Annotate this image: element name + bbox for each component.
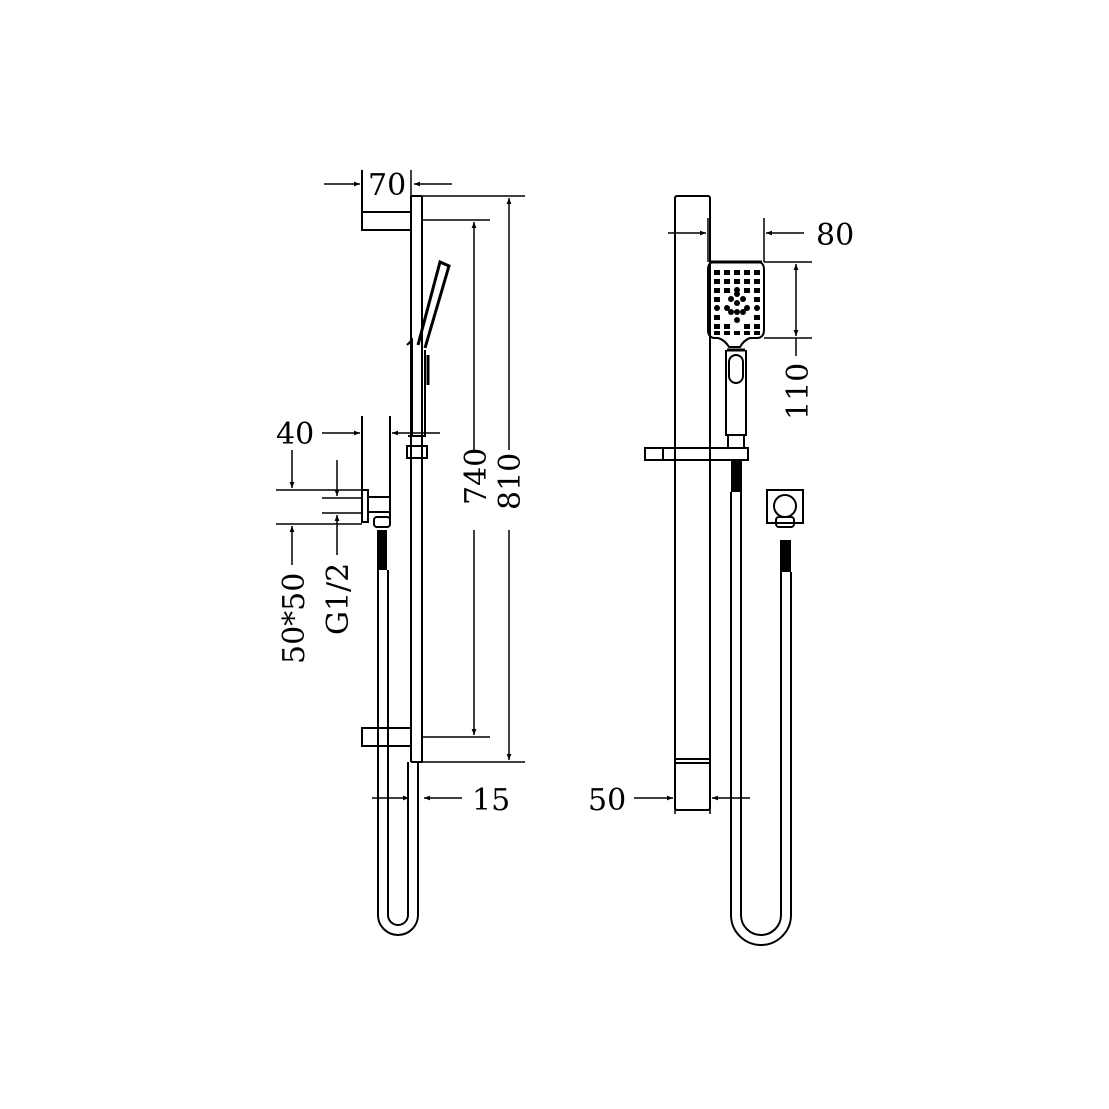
front-rail: [674, 195, 711, 811]
dim-50x50: 50*50: [276, 450, 362, 664]
dim-50-label: 50: [588, 783, 626, 818]
front-hose: [730, 460, 792, 946]
side-wall-outlet: [361, 416, 391, 528]
dim-40-label: 40: [276, 417, 314, 452]
front-slider-holder: [644, 447, 749, 461]
dim-80: 80: [668, 218, 854, 262]
dim-15: 15: [372, 783, 510, 818]
dim-740-810: 740 810: [422, 195, 528, 763]
side-rail: [410, 195, 423, 763]
side-hose: [377, 530, 419, 936]
dim-110: 110: [764, 261, 816, 420]
dim-50x50-label: 50*50: [277, 573, 312, 664]
dim-40: 40: [276, 417, 440, 452]
dim-70: 70: [324, 168, 452, 203]
top-wall-bracket: [361, 170, 412, 231]
front-view: 80 110 50: [588, 195, 854, 946]
dim-80-label: 80: [816, 218, 854, 253]
dim-740-label: 740: [459, 448, 494, 505]
mode-button-icon: [728, 354, 744, 384]
dim-70-label: 70: [368, 168, 406, 203]
dim-g12: G1/2: [321, 460, 362, 635]
side-handshower: [406, 259, 451, 459]
dim-15-label: 15: [472, 783, 510, 818]
front-shower-head: [707, 260, 765, 449]
bottom-wall-bracket: [361, 727, 412, 747]
front-wall-outlet: [766, 489, 804, 528]
dim-110-label: 110: [781, 363, 816, 420]
dim-g12-label: G1/2: [321, 563, 356, 635]
dim-50: 50: [588, 780, 750, 818]
dim-810-label: 810: [493, 453, 528, 510]
side-view: 70 740 810 40 50*50: [276, 168, 528, 936]
spray-nozzle-grid: [714, 270, 760, 335]
